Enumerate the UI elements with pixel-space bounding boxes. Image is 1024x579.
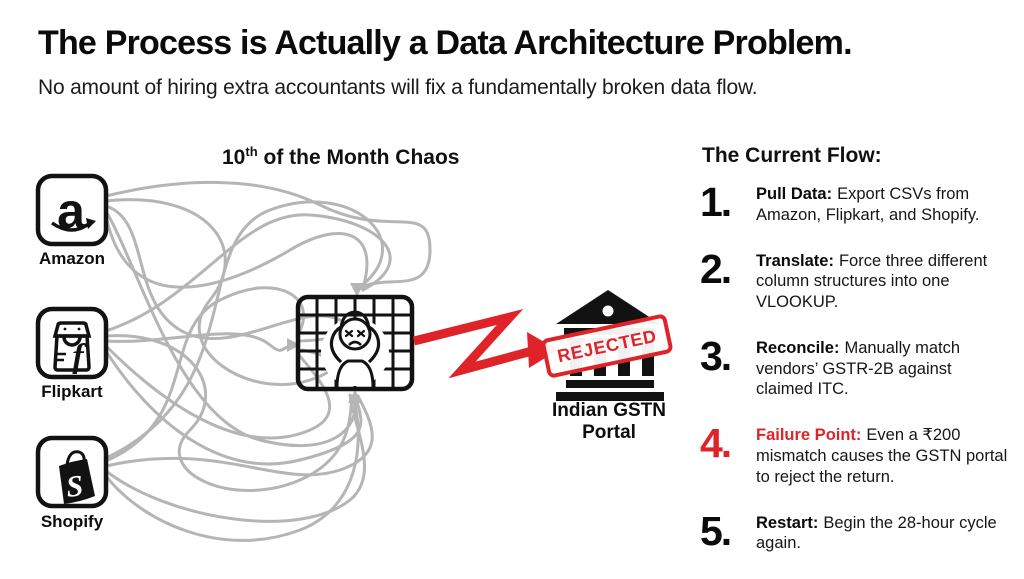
svg-text:f: f: [72, 338, 87, 375]
current-flow-list: 1. Pull Data:Export CSVs from Amazon, Fl…: [700, 179, 1012, 579]
ordinal-superscript: th: [245, 144, 258, 159]
current-flow-heading: The Current Flow:: [702, 144, 882, 167]
step-number: 3.: [700, 332, 732, 379]
flow-step-5: 5. Restart:Begin the 28-hour cycle again…: [700, 507, 1012, 555]
step-lead: Restart:: [756, 513, 819, 532]
chaos-arrowhead-bottom: [348, 390, 362, 403]
step-lead: Reconcile:: [756, 338, 840, 357]
step-lead: Failure Point:: [756, 426, 862, 445]
flipkart-label: Flipkart: [41, 382, 103, 401]
flipkart-icon: f: [35, 306, 109, 380]
flow-step-3: 3. Reconcile:Manually match vendors’ GST…: [700, 332, 1012, 400]
step-number: 2.: [700, 245, 732, 292]
amazon-icon: a: [35, 173, 109, 247]
step-text: Translate:Force three different column s…: [756, 251, 988, 312]
failure-arrow: [412, 309, 558, 379]
step-lead: Pull Data:: [756, 185, 833, 203]
chaos-arrowhead-top: [350, 283, 364, 297]
flow-step-2: 2. Translate:Force three different colum…: [700, 245, 1012, 313]
flow-step-1: 1. Pull Data:Export CSVs from Amazon, Fl…: [700, 179, 1012, 226]
page-subtitle: No amount of hiring extra accountants wi…: [38, 76, 758, 99]
step-number: 4.: [700, 420, 732, 467]
step-number: 1.: [700, 179, 732, 225]
shopify-label: Shopify: [40, 512, 104, 531]
step-text: Restart:Begin the 28-hour cycle again.: [756, 513, 997, 553]
step-text: Pull Data:Export CSVs from Amazon, Flipk…: [756, 185, 980, 224]
portal-label-line1: Indian GSTN: [552, 400, 666, 421]
frustrated-spreadsheet-icon: [295, 294, 415, 392]
flow-step-4: 4. Failure Point:Even a ₹200 mismatch ca…: [700, 420, 1012, 487]
step-text: Reconcile:Manually match vendors’ GSTR-2…: [756, 338, 961, 399]
portal-label-line2: Portal: [582, 422, 636, 444]
tangled-data-lines: [104, 180, 432, 542]
step-number: 5.: [700, 507, 732, 554]
step-text: Failure Point:Even a ₹200 mismatch cause…: [756, 426, 1008, 486]
portal-label: Indian GSTN Portal: [524, 400, 694, 445]
amazon-label: Amazon: [38, 249, 106, 268]
page-title: The Process is Actually a Data Architect…: [38, 24, 853, 62]
step-lead: Translate:: [756, 251, 834, 270]
chaos-arrowhead-left: [287, 338, 300, 352]
svg-text:S: S: [65, 469, 85, 504]
frustrated-person: [329, 310, 381, 388]
shopify-icon: S: [35, 435, 109, 509]
chaos-section-heading: 10th of the Month Chaos: [222, 144, 460, 169]
